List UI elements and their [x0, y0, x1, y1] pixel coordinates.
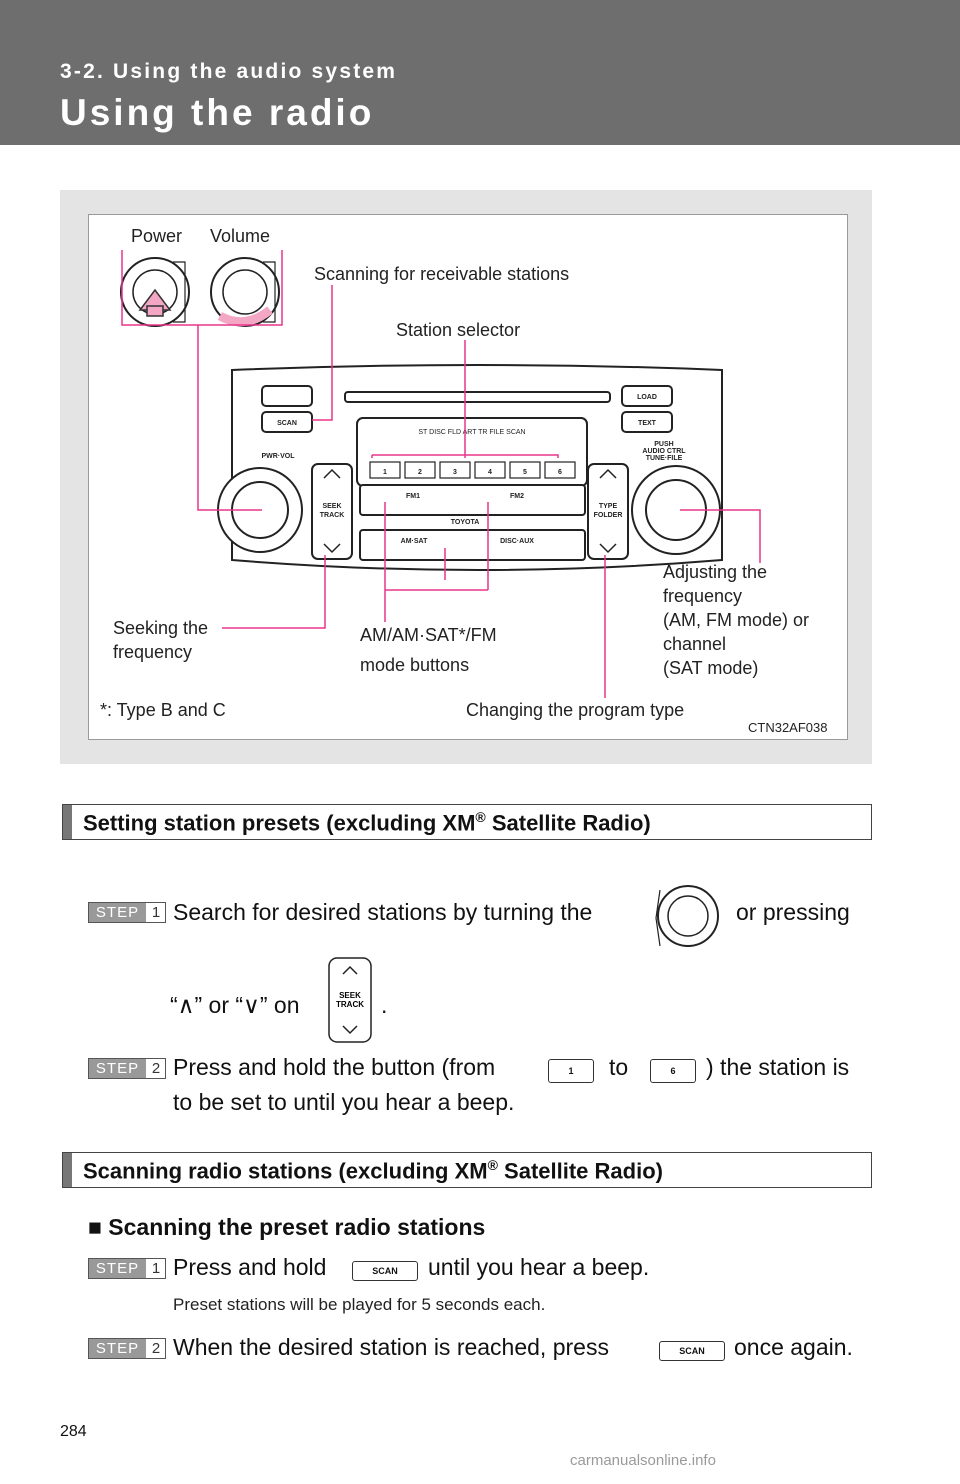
step1-text-a: Search for desired stations by turning t…	[173, 899, 593, 925]
preset-2: 2	[418, 469, 422, 476]
callout-lines	[121, 250, 761, 698]
step1-text-d: .	[381, 992, 388, 1018]
section-label: 3-2. Using the audio system	[60, 60, 398, 83]
text-label: TEXT	[638, 420, 657, 427]
preset-4: 4	[488, 469, 492, 476]
pwr-vol-label: PWR·VOL	[261, 453, 295, 460]
push-label-2: AUDIO CTRL	[642, 448, 686, 455]
scan-step1-note: Preset stations will be played for 5 sec…	[173, 1295, 546, 1314]
fm1-label: FM1	[406, 493, 420, 500]
audio-unit-illustration: LOAD TEXT SCAN PWR·VOL SEEK TRACK TYPE F…	[120, 250, 761, 698]
preset-3: 3	[453, 469, 457, 476]
preset-button-1-icon: 1	[548, 1059, 594, 1083]
figure-code: CTN32AF038	[748, 720, 828, 735]
tune-knob-icon	[655, 885, 719, 947]
right-big-knob	[631, 465, 721, 555]
scan-step2-text-b: once again.	[734, 1334, 853, 1360]
toyota-label: TOYOTA	[451, 519, 480, 526]
section-heading-presets: Setting station presets (excluding XM® S…	[62, 804, 872, 840]
scan-button-icon: SCAN	[352, 1261, 418, 1281]
power-knob-icon	[120, 257, 190, 327]
preset-5: 5	[523, 469, 527, 476]
preset-buttons	[369, 461, 576, 479]
seek-arrows	[323, 468, 617, 554]
scan-step2-text-a: When the desired station is reached, pre…	[173, 1334, 609, 1360]
step1-text-b: or pressing	[736, 899, 850, 925]
type-label-1: TYPE	[599, 503, 618, 510]
volume-knob-icon	[210, 257, 280, 327]
seek-label-2: TRACK	[320, 512, 345, 519]
page-title: Using the radio	[60, 92, 375, 133]
scan-step1-text-a: Press and hold	[173, 1254, 327, 1280]
callout-station-selector: Station selector	[396, 320, 521, 340]
figure-footnote: *: Type B and C	[100, 700, 226, 720]
step2-text-to: to	[609, 1054, 629, 1080]
callout-volume: Volume	[210, 226, 271, 246]
preset-button-6-icon: 6	[650, 1059, 696, 1083]
step2-text-b: ) the station is	[706, 1054, 850, 1080]
am-sat-label: AM·SAT	[401, 538, 428, 545]
section-heading-scanning: Scanning radio stations (excluding XM® S…	[62, 1152, 872, 1188]
seek-label-1: SEEK	[322, 503, 341, 510]
subsection-title: ■ Scanning the preset radio stations	[88, 1214, 486, 1240]
scan-button-icon: SCAN	[659, 1341, 725, 1361]
seek-btn-text-2: TRACK	[336, 1000, 364, 1009]
callout-seeking: Seeking the frequency	[113, 618, 209, 662]
page-header	[0, 0, 960, 145]
preset-1: 1	[383, 469, 387, 476]
scan-label: SCAN	[277, 420, 297, 427]
seek-btn-text-1: SEEK	[339, 991, 361, 1000]
seek-track-button-icon: SEEK TRACK	[328, 957, 372, 1043]
display-row: ST DISC FLD ART TR FILE SCAN	[418, 429, 525, 436]
callout-adjusting: Adjusting the frequency (AM, FM mode) or…	[663, 562, 810, 678]
callout-mode-buttons: AM/AM·SAT*/FM mode buttons	[360, 625, 497, 675]
fm2-label: FM2	[510, 493, 524, 500]
page-number: 284	[60, 1423, 87, 1440]
step2-text-a: Press and hold the button (from	[173, 1054, 496, 1080]
push-label-1: PUSH	[654, 441, 673, 448]
push-label-3: TUNE·FILE	[646, 455, 683, 462]
watermark: carmanualsonline.info	[570, 1452, 716, 1469]
type-label-2: FOLDER	[594, 512, 623, 519]
step1-text-c: “∧” or “∨” on	[170, 992, 300, 1018]
callout-scanning: Scanning for receivable stations	[314, 264, 570, 284]
disc-aux-label: DISC·AUX	[500, 538, 534, 545]
scan-step1-text-b: until you hear a beep.	[428, 1254, 650, 1280]
callout-program-type: Changing the program type	[466, 700, 685, 720]
load-label: LOAD	[637, 394, 657, 401]
preset-6: 6	[558, 469, 562, 476]
step2-text-c: to be set to until you hear a beep.	[173, 1089, 515, 1115]
callout-power: Power	[131, 226, 183, 246]
